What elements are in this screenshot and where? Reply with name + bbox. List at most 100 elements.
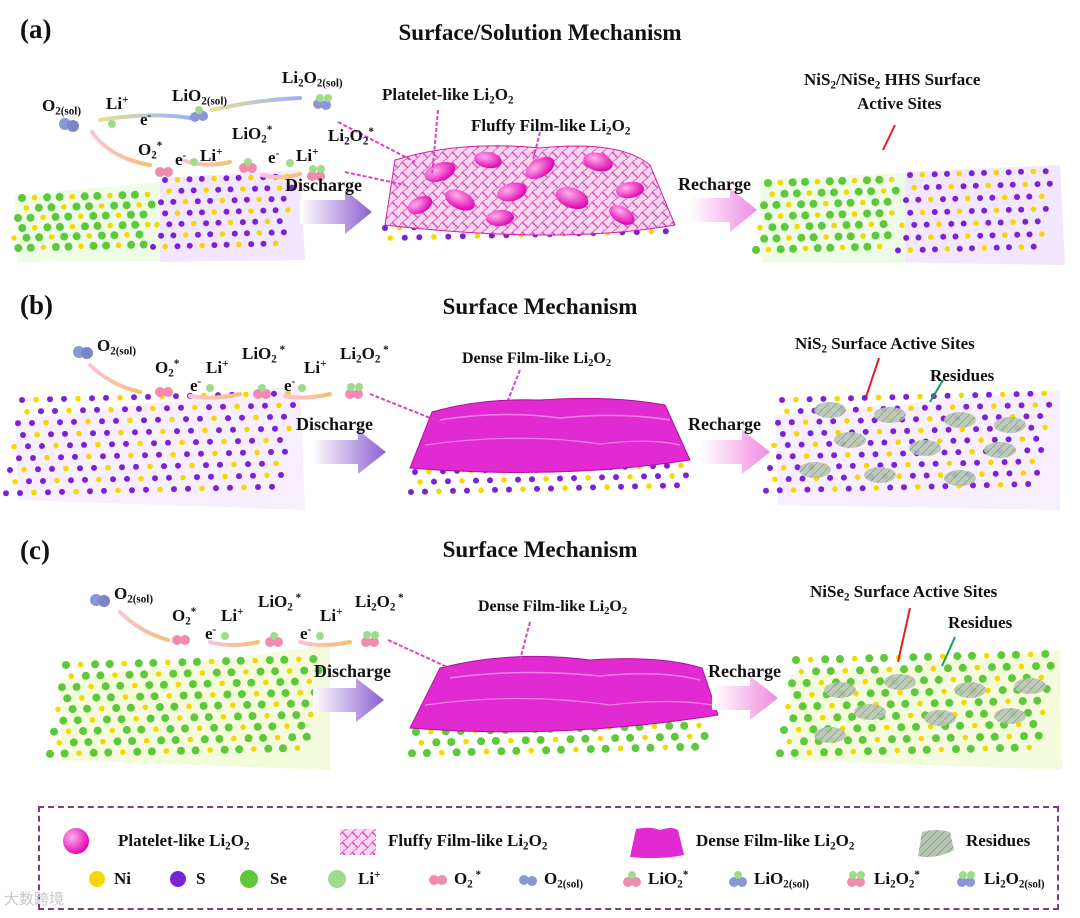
se-atom xyxy=(178,658,187,667)
ni-atom xyxy=(1030,168,1037,175)
ni-atom xyxy=(66,407,72,414)
label-residues-c: Residues xyxy=(948,613,1013,632)
s-atom xyxy=(217,461,223,468)
ni-atom xyxy=(387,235,394,241)
se-atom xyxy=(477,737,486,746)
se-atom xyxy=(101,211,110,220)
s-atom xyxy=(89,395,95,402)
se-atom xyxy=(850,243,859,252)
se-atom xyxy=(237,690,246,699)
se-atom xyxy=(18,194,26,202)
se-atom xyxy=(137,725,146,734)
ni-atom xyxy=(296,656,302,663)
ni-atom xyxy=(179,439,185,446)
ni-atom xyxy=(294,745,301,751)
molecule-o2-ads-a xyxy=(155,167,173,177)
s-atom xyxy=(271,390,277,397)
se-atom xyxy=(1008,674,1016,683)
label-discharge-a: Discharge xyxy=(285,175,362,195)
s-atom xyxy=(506,486,512,493)
s-atom xyxy=(903,393,910,400)
s-atom xyxy=(226,450,232,457)
se-atom xyxy=(14,214,22,222)
se-atom xyxy=(46,749,54,758)
ni-atom xyxy=(254,449,260,456)
s-atom xyxy=(960,183,967,190)
ni-atom xyxy=(1032,402,1039,408)
se-atom xyxy=(780,189,789,198)
s-atom xyxy=(133,463,139,470)
ni-atom xyxy=(40,244,47,251)
s-atom xyxy=(857,417,864,424)
s-atom xyxy=(986,391,992,398)
legend-ni-icon xyxy=(89,871,105,887)
se-atom xyxy=(646,743,655,752)
s-atom xyxy=(473,477,479,484)
se-atom xyxy=(157,736,166,745)
ni-atom xyxy=(875,394,882,401)
ni-atom xyxy=(958,392,965,399)
ni-atom xyxy=(199,670,206,676)
ni-atom xyxy=(138,475,144,482)
se-atom xyxy=(924,652,932,661)
legend-se-icon xyxy=(240,870,258,888)
ni-atom xyxy=(144,191,151,198)
ni-atom xyxy=(196,725,203,731)
se-atom xyxy=(60,232,69,241)
ni-atom xyxy=(418,739,425,746)
se-atom xyxy=(112,704,121,712)
se-atom xyxy=(286,699,295,708)
ni-atom xyxy=(207,747,213,753)
se-atom xyxy=(812,667,820,676)
se-atom xyxy=(159,680,168,689)
se-atom xyxy=(408,749,416,758)
legend-residue-icon xyxy=(918,830,954,858)
s-atom xyxy=(49,465,55,472)
ni-atom xyxy=(927,723,934,730)
se-atom xyxy=(128,737,137,745)
se-atom xyxy=(826,210,834,219)
ni-atom xyxy=(191,220,197,227)
s-atom xyxy=(408,489,414,495)
ni-atom xyxy=(944,246,951,252)
residue-patch xyxy=(909,440,941,456)
s-atom xyxy=(903,234,910,241)
se-atom xyxy=(581,734,590,743)
se-atom xyxy=(802,679,811,687)
ni-atom xyxy=(823,234,829,240)
se-atom xyxy=(63,694,72,703)
ni-atom xyxy=(886,666,893,673)
ni-atom xyxy=(769,191,775,197)
ni-atom xyxy=(552,736,559,743)
s-atom xyxy=(904,427,911,434)
se-atom xyxy=(760,234,769,243)
se-atom xyxy=(161,714,170,723)
s-atom xyxy=(146,428,152,435)
molecule-li2o2-ads-c xyxy=(361,631,379,647)
ni-atom xyxy=(169,416,175,423)
se-atom xyxy=(253,722,262,731)
label-hhs-sites: NiS2/NiSe2 HHS Surface xyxy=(804,70,981,92)
se-atom xyxy=(147,200,156,209)
s-atom xyxy=(207,197,214,204)
panel-a-letter: (a) xyxy=(20,14,52,44)
s-atom xyxy=(820,395,827,402)
label-e-a2: e- xyxy=(175,149,187,169)
s-atom xyxy=(903,197,909,204)
s-atom xyxy=(114,452,120,459)
discharge-arrow-c xyxy=(313,678,384,722)
ni-atom xyxy=(274,734,281,741)
recharge-arrow-a xyxy=(690,188,757,232)
s-atom xyxy=(236,473,242,480)
se-atom xyxy=(96,671,105,680)
se-atom xyxy=(133,747,142,756)
s-atom xyxy=(799,475,806,482)
se-atom xyxy=(236,656,245,665)
ni-atom xyxy=(911,184,917,191)
s-atom xyxy=(165,439,171,446)
se-atom xyxy=(788,178,797,187)
label-e-a1: e- xyxy=(140,109,152,129)
s-atom xyxy=(940,196,946,203)
se-atom xyxy=(945,698,954,707)
s-atom xyxy=(932,460,939,467)
